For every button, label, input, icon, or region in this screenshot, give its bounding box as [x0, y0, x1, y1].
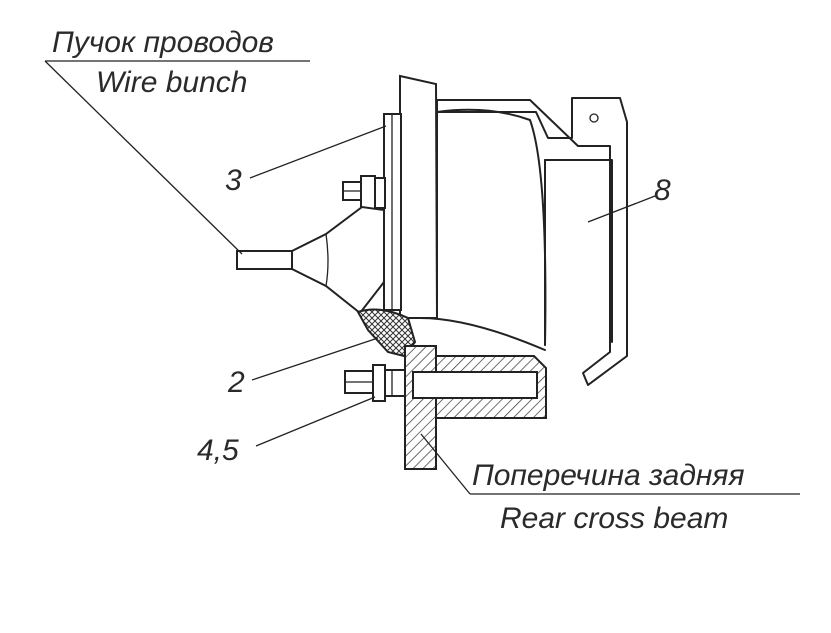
callout-2: 2	[227, 366, 245, 399]
bottom-bolt	[344, 364, 406, 402]
wire-bunch	[236, 205, 385, 315]
rear-cross-beam	[404, 345, 547, 470]
label-rear-cross-beam-ru: Поперечина задняя	[472, 459, 744, 492]
callout-3: 3	[225, 164, 242, 197]
top-bolt	[342, 175, 386, 211]
callout-8: 8	[654, 174, 671, 207]
label-rear-cross-beam-en: Rear cross beam	[500, 502, 728, 535]
callout-4-5: 4,5	[197, 434, 239, 467]
front-flange	[383, 74, 439, 319]
bracket-8	[436, 97, 628, 386]
leader-lines	[44, 60, 800, 495]
lamp-housing	[419, 99, 547, 351]
label-wire-bunch-ru: Пучок проводов	[52, 26, 274, 59]
seal-2	[356, 308, 417, 358]
label-wire-bunch-en: Wire bunch	[96, 66, 247, 99]
